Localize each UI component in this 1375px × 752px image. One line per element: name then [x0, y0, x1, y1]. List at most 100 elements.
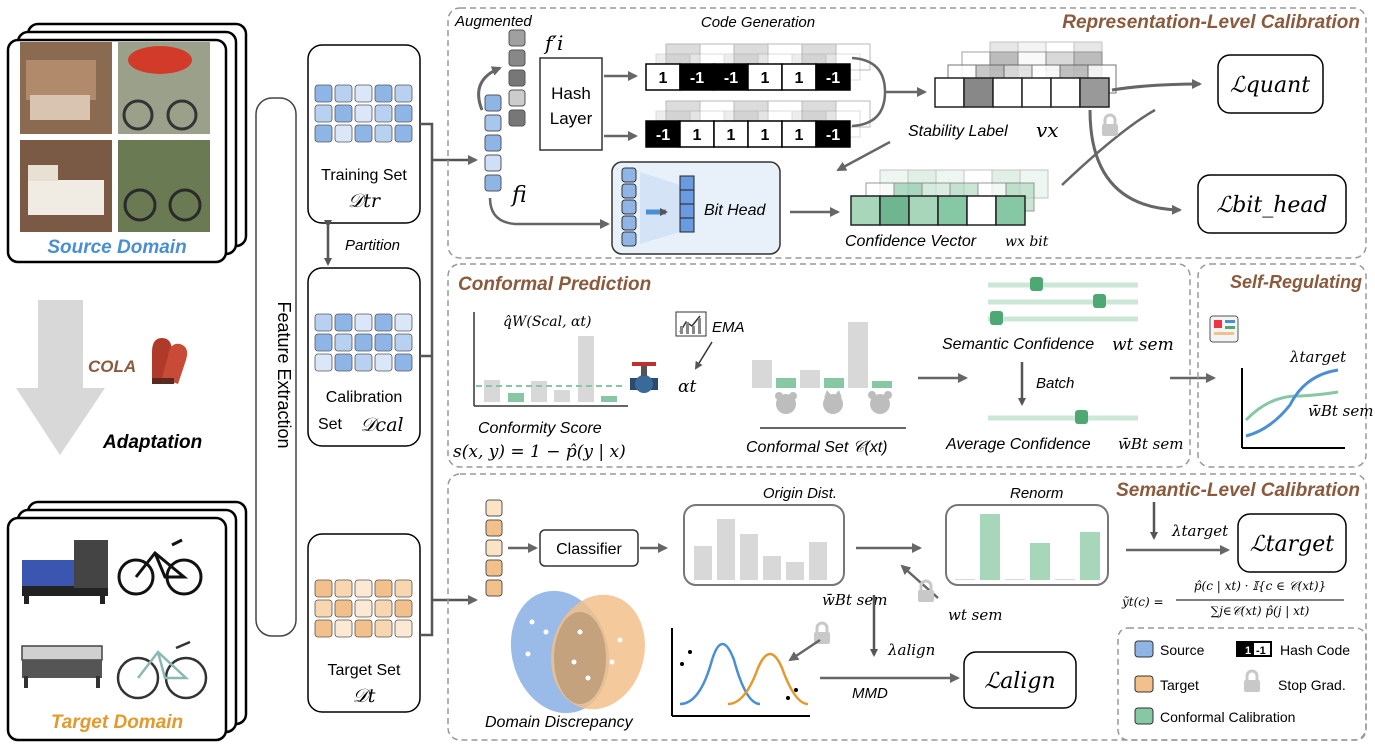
feature-cell	[354, 619, 373, 638]
bed-clipart-2	[21, 645, 103, 688]
feature-cell	[394, 579, 413, 598]
adaptation-label: Adaptation	[102, 432, 202, 453]
self-regulating-title: Self-Regulating	[1230, 272, 1362, 292]
batch-label: Batch	[1036, 375, 1074, 392]
semantic-confidence-sliders	[988, 277, 1138, 325]
feature-cell	[374, 579, 393, 598]
semantic-confidence-label: Semantic Confidence	[942, 336, 1094, 353]
target-domain-label: Target Domain	[51, 712, 183, 733]
lambda-target-chart-label: λtarget	[1289, 348, 1347, 366]
legend-target-swatch	[1134, 675, 1154, 693]
feature-cell	[374, 124, 393, 143]
hash-bit-label: -1	[656, 127, 670, 144]
hash-bit-label: -1	[690, 70, 704, 87]
feature-cell	[314, 579, 333, 598]
w-bar-sem-feedback-label: w̄Bt sem	[822, 591, 887, 609]
source-domain-card: Source Domain	[6, 22, 248, 264]
hash-bit-label: 1	[761, 127, 770, 144]
renorm-formula: ỹt(c) = p̂(c | xt) · 𝕀{c ∈ 𝒞(xt)} ∑j∈𝒞(x…	[1121, 579, 1344, 618]
renorm-formula-den: ∑j∈𝒞(xt) p̂(j | xt)	[1211, 604, 1310, 618]
ema-label: EMA	[712, 319, 745, 336]
confidence-vector-stack	[850, 169, 1049, 226]
calibration-feature-grid	[314, 313, 413, 372]
w-sem-label: wt sem	[1112, 335, 1174, 355]
hash-bit	[679, 120, 715, 148]
calibration-set-label-1: Calibration	[326, 389, 402, 406]
f-prime-label: f′i	[543, 31, 563, 55]
conformal-set-label: Conformal Set 𝒞(xt)	[746, 439, 887, 456]
feature-cell	[394, 124, 413, 143]
stability-label-stack	[934, 41, 1117, 108]
hash-bit-label: 1	[795, 127, 804, 144]
feature-cell	[334, 353, 353, 372]
legend-conformal-swatch	[1134, 707, 1154, 725]
feature-cell	[334, 104, 353, 123]
loss-target-box[interactable]: ℒtarget	[1237, 513, 1347, 573]
hash-bit	[713, 63, 749, 91]
feature-cell	[314, 619, 333, 638]
feature-cell	[314, 599, 333, 618]
feature-cell	[354, 124, 373, 143]
conformal-title: Conformal Prediction	[458, 274, 651, 295]
hash-bit-label: 1	[727, 127, 736, 144]
feature-cell	[354, 333, 373, 352]
hash-bit	[815, 120, 851, 148]
hash-bit	[781, 120, 817, 148]
feature-cell	[354, 599, 373, 618]
set-connectors	[420, 122, 478, 637]
hash-bit	[645, 120, 681, 148]
hash-bit-label: 1	[761, 70, 770, 87]
loss-target-label: ℒtarget	[1250, 532, 1334, 557]
domain-discrepancy-ellipses	[510, 590, 645, 714]
legend-target: Target	[1160, 677, 1199, 693]
classifier-label: Classifier	[556, 541, 622, 558]
feature-cell	[314, 124, 333, 143]
feature-cell	[374, 84, 393, 103]
feature-extraction-label: Feature Extraction	[274, 301, 294, 448]
bit-head-label: Bit Head	[704, 202, 766, 219]
feature-cell	[374, 313, 393, 332]
loss-quant-box[interactable]: ℒquant	[1217, 54, 1324, 114]
confidence-vector-label: Confidence Vector	[845, 233, 977, 250]
loss-quant-label: ℒquant	[1230, 73, 1310, 98]
lambda-target-label: λtarget	[1171, 522, 1229, 540]
gloves-icon	[152, 338, 188, 384]
feature-cell	[394, 333, 413, 352]
lambda-align-label: λalign	[887, 641, 935, 659]
loss-bit-head-box[interactable]: ℒbit_head	[1197, 174, 1347, 234]
dashboard-icon	[1209, 315, 1239, 343]
feature-cell	[314, 84, 333, 103]
bicycle-clipart-1	[117, 538, 203, 596]
ema-icon	[675, 311, 707, 337]
bit-head-box: Bit Head	[611, 161, 781, 255]
feature-cell	[314, 313, 333, 332]
q-formula: q̂W(Scal, αt)	[503, 314, 592, 330]
feature-cell	[394, 353, 413, 372]
training-set-box: Training Set 𝒟tr	[307, 44, 421, 224]
hash-bit-label: -1	[724, 70, 738, 87]
stop-grad-lock-icon	[1100, 113, 1120, 138]
target-set-symbol: 𝒟t	[353, 685, 376, 707]
feature-cell	[334, 579, 353, 598]
renorm-distribution-box	[945, 504, 1109, 586]
bed-clipart-1	[22, 540, 108, 604]
mmd-label: MMD	[852, 685, 888, 702]
calibration-set-box: Calibration Set 𝒟cal	[307, 267, 421, 447]
average-confidence-slider	[988, 410, 1138, 424]
f-i-label: fi	[510, 183, 527, 208]
legend: Source 1 -1 Hash Code Target Stop Grad. …	[1117, 627, 1367, 741]
hash-bit-label: 1	[795, 70, 804, 87]
feature-cell	[374, 599, 393, 618]
calibration-set-label-2: Set	[318, 416, 343, 433]
legend-source-swatch	[1134, 640, 1154, 658]
loss-align-box[interactable]: ℒalign	[963, 651, 1077, 709]
conformity-score-chart	[473, 312, 628, 407]
target-feature-vector	[485, 499, 503, 597]
feature-cell	[394, 619, 413, 638]
legend-hash-code: Hash Code	[1280, 642, 1350, 658]
adaptation-arrow: COLA Adaptation	[16, 300, 202, 455]
original-feature-vector	[484, 94, 502, 192]
training-feature-grid	[314, 84, 413, 143]
feature-cell	[354, 104, 373, 123]
